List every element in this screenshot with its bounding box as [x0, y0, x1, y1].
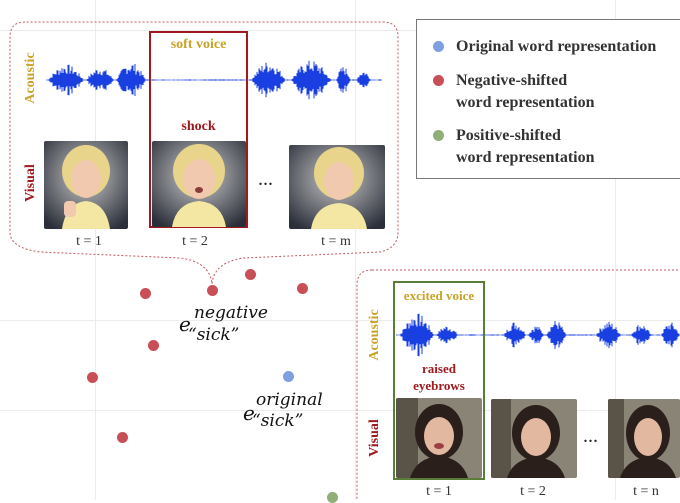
- legend-dot: [433, 41, 444, 52]
- grid-line: [95, 0, 96, 500]
- face-tag: raised eyebrows: [413, 361, 465, 393]
- grid-line: [0, 30, 680, 31]
- highlight-box: [393, 281, 485, 480]
- positive-point: [327, 492, 338, 503]
- time-label: t = 2: [182, 234, 208, 249]
- voice-tag: soft voice: [170, 37, 227, 52]
- grid-line: [0, 410, 680, 411]
- legend-label: Negative-shifted word representation: [456, 72, 595, 111]
- time-label: t = 1: [76, 234, 102, 249]
- ellipsis: ...: [258, 168, 273, 190]
- negative-point: [245, 269, 256, 280]
- visual-label: Visual: [367, 419, 382, 457]
- embedding-base: e: [179, 312, 191, 336]
- legend-label: Positive-shifted word representation: [456, 127, 595, 166]
- time-label: t = 1: [426, 484, 452, 499]
- video-frame: [608, 399, 680, 478]
- acoustic-waveform: [46, 60, 382, 100]
- ellipsis: ...: [583, 425, 598, 447]
- negative-point: [140, 288, 151, 299]
- embedding-subscript: “sick”: [188, 325, 240, 345]
- legend-dot: [433, 75, 444, 86]
- legend-item-original: Original word representation: [433, 36, 656, 58]
- waveform-path: [396, 313, 680, 357]
- time-label: t = 2: [520, 484, 546, 499]
- grid-line: [0, 320, 680, 321]
- legend-label: Original word representation: [456, 38, 657, 55]
- legend-item-positive: Positive-shifted word representation: [433, 125, 595, 169]
- embedding-subscript: “sick”: [252, 411, 304, 431]
- time-label: t = n: [633, 484, 659, 499]
- embedding-superscript: original: [256, 390, 323, 410]
- visual-label: Visual: [23, 164, 38, 202]
- original-point: [283, 371, 294, 382]
- waveform-path: [46, 60, 382, 100]
- grid-line: [355, 0, 356, 500]
- negative-point: [207, 285, 218, 296]
- time-label: t = m: [321, 234, 351, 249]
- video-frame: [396, 398, 482, 478]
- embedding-superscript: negative: [194, 303, 268, 323]
- negative-point: [87, 372, 98, 383]
- highlight-box: [149, 31, 248, 228]
- embedding-base: e: [243, 401, 255, 425]
- video-frame: [152, 141, 246, 227]
- video-frame: [491, 399, 577, 478]
- acoustic-waveform: [396, 313, 680, 357]
- face-tag: shock: [181, 119, 216, 134]
- negative-point: [148, 340, 159, 351]
- video-frame: [44, 141, 128, 229]
- video-frame: [289, 145, 385, 229]
- acoustic-label: Acoustic: [23, 52, 38, 104]
- legend-dot: [433, 130, 444, 141]
- legend-item-negative: Negative-shifted word representation: [433, 70, 595, 114]
- legend: Original word representation Negative-sh…: [416, 19, 680, 179]
- negative-point: [117, 432, 128, 443]
- negative-point: [297, 283, 308, 294]
- voice-tag: excited voice: [403, 288, 475, 303]
- acoustic-label: Acoustic: [367, 309, 382, 361]
- grid-line: [615, 0, 616, 500]
